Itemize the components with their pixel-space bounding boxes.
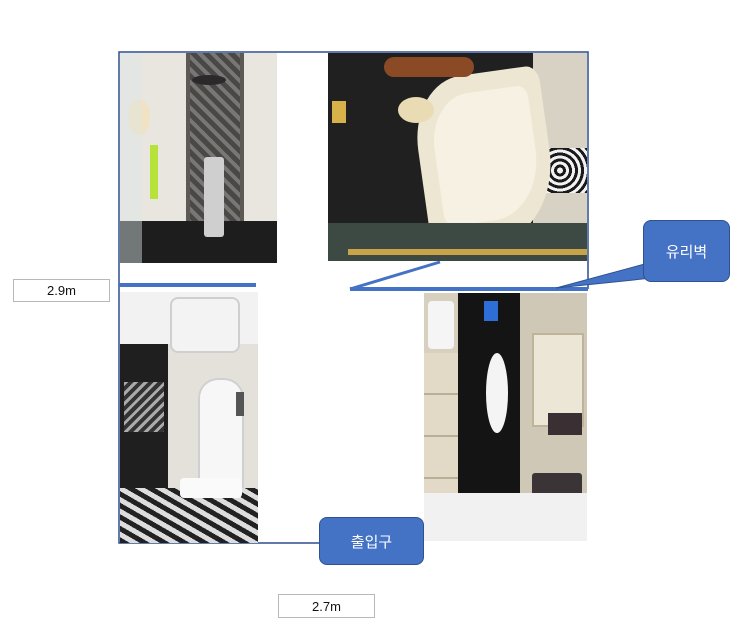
corner-bathtub-photo <box>328 53 587 261</box>
room-outline <box>118 51 589 544</box>
glass-wall-callout: 유리벽 <box>643 220 730 282</box>
toilet-bidet-photo <box>120 292 258 543</box>
shower-panel-photo <box>120 53 277 263</box>
vanity-sink-photo <box>424 293 587 541</box>
entrance-callout: 출입구 <box>319 517 424 565</box>
width-dimension-label: 2.7m <box>278 594 375 618</box>
height-dimension-label: 2.9m <box>13 279 110 302</box>
glass-wall-diagonal <box>349 260 441 291</box>
